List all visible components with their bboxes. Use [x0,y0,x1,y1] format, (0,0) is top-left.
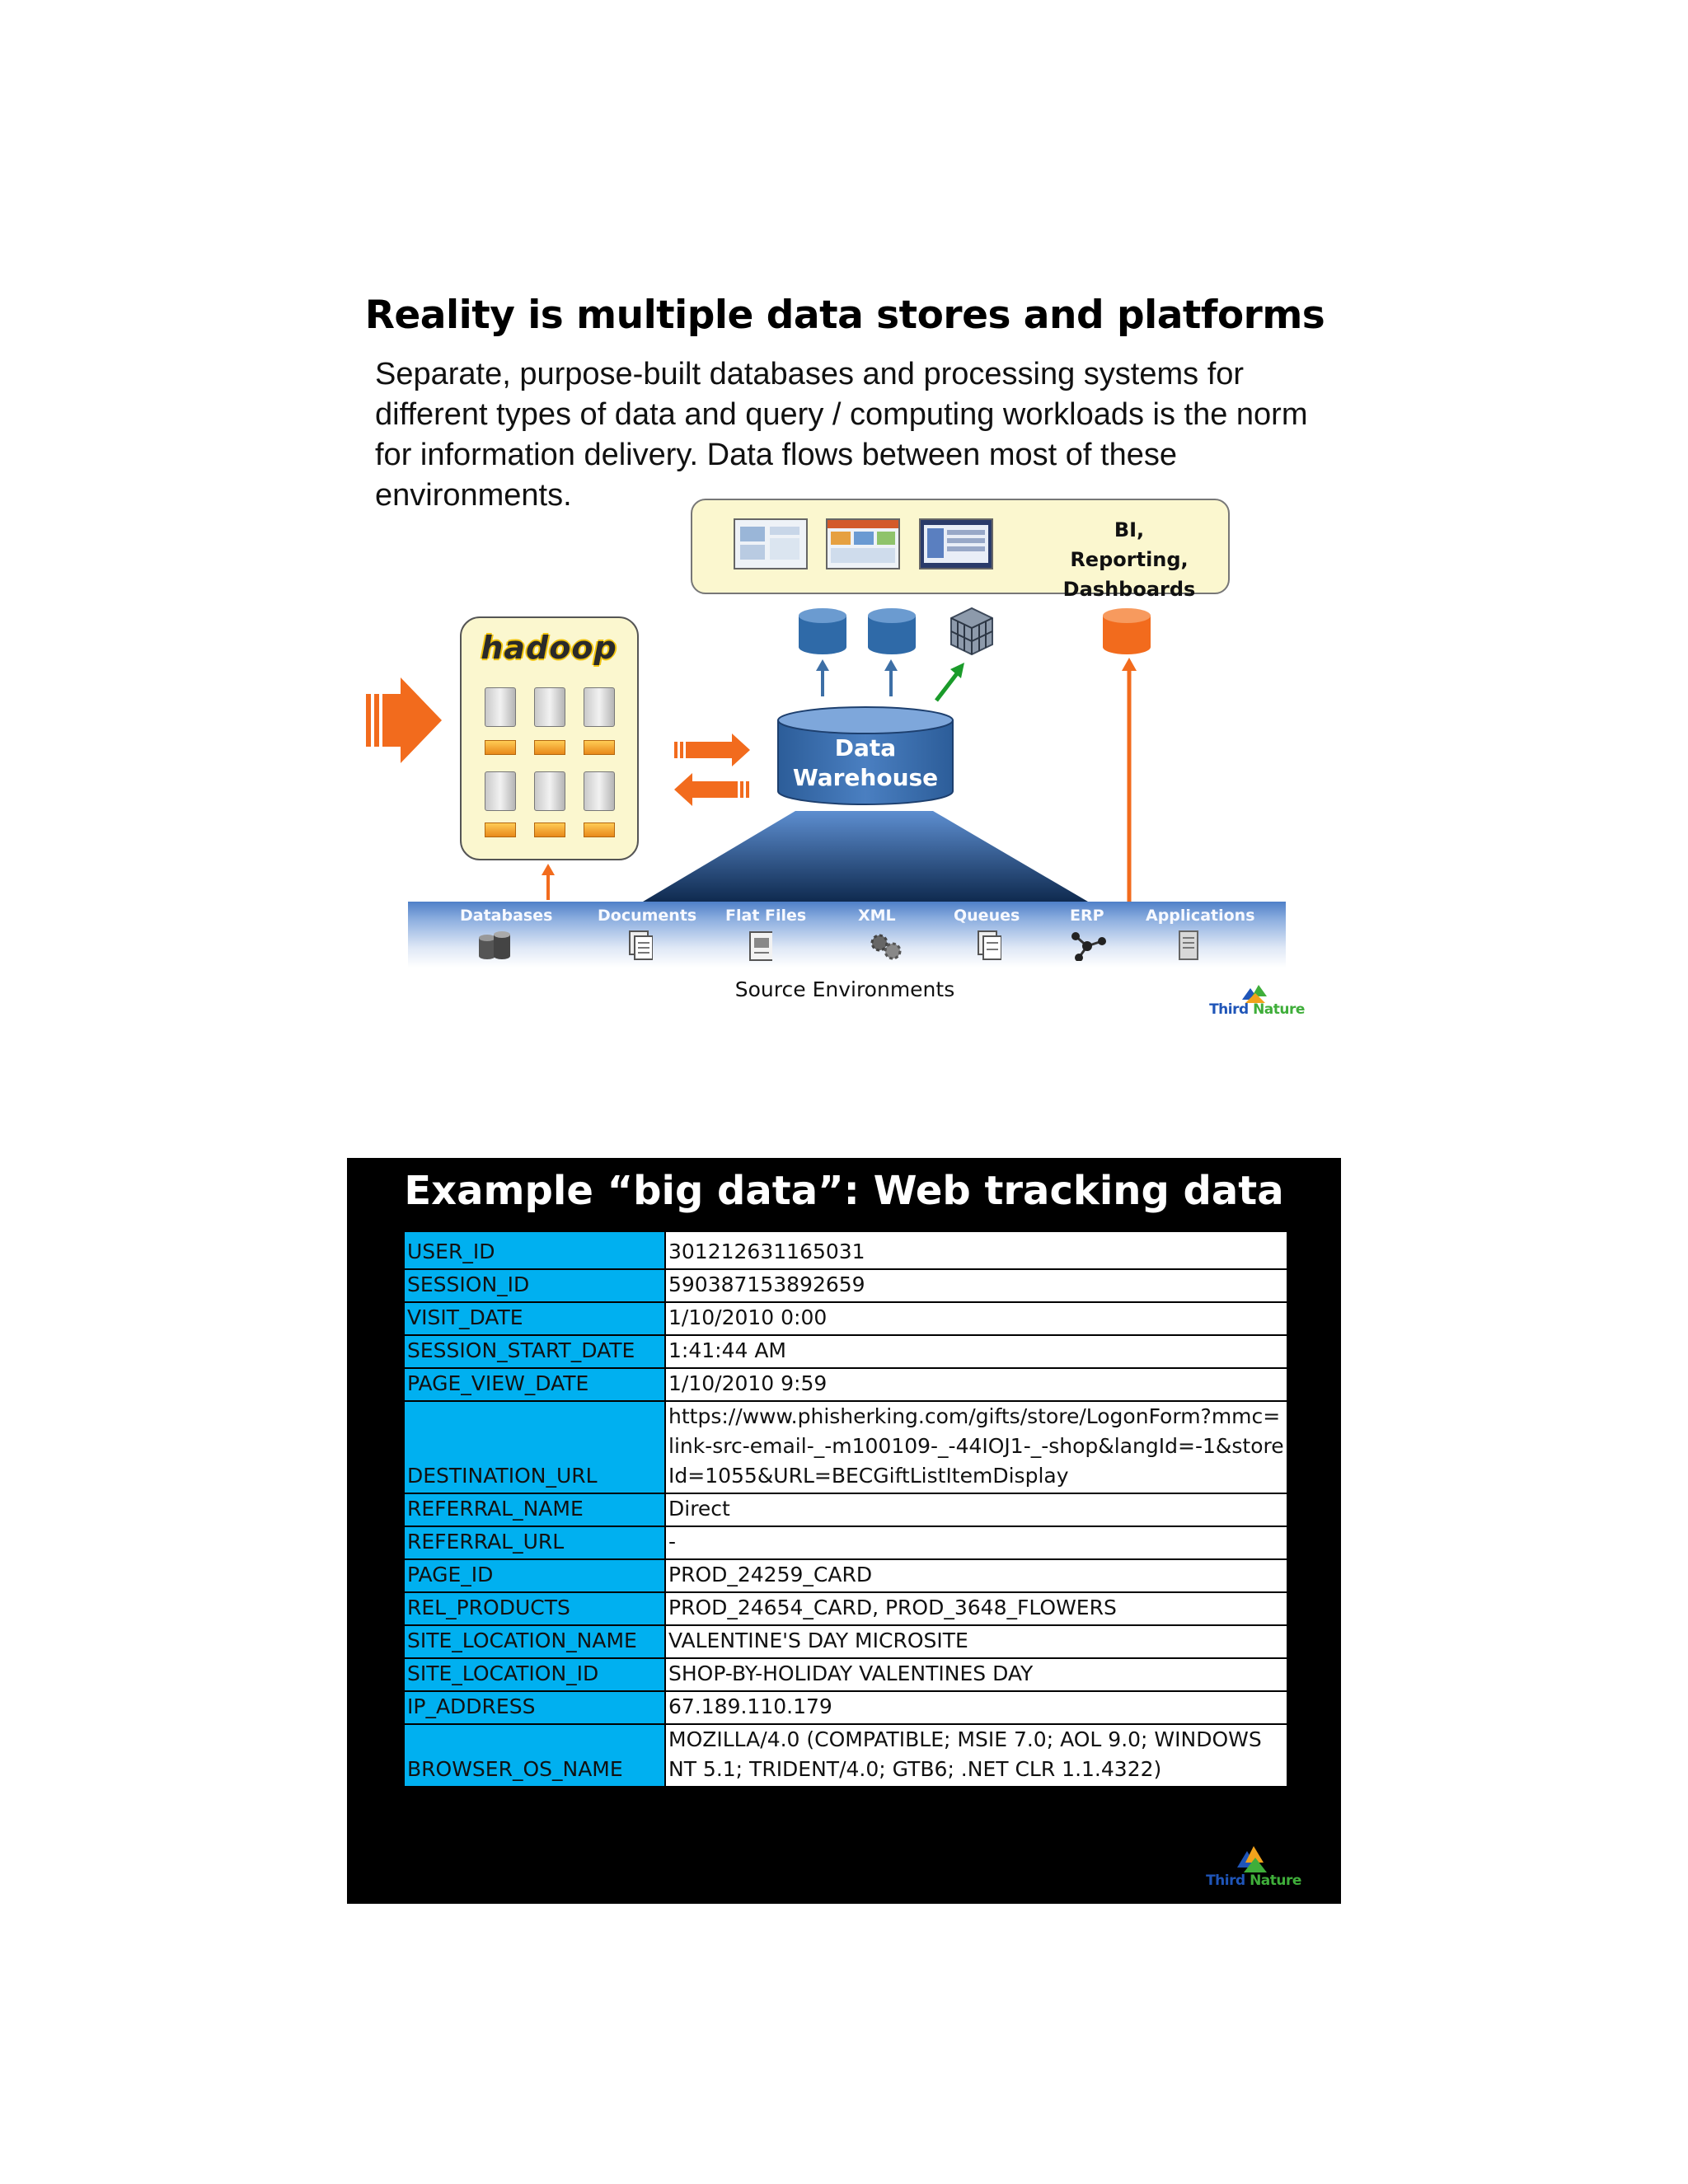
field-value: 1/10/2010 9:59 [665,1368,1287,1401]
field-value: VALENTINE'S DAY MICROSITE [665,1625,1287,1658]
source-applications-label: Applications [1146,907,1255,925]
field-name: DESTINATION_URL [405,1401,665,1493]
flat-files-icon [748,930,772,961]
applications-server-icon [1175,930,1199,961]
logo-triangle-icon [1204,1846,1303,1872]
field-value: 590387153892659 [665,1269,1287,1302]
field-value: PROD_24259_CARD [665,1559,1287,1592]
third-nature-logo: Third Nature [1207,985,1306,1018]
field-name: SESSION_START_DATE [405,1335,665,1368]
disk-array-icon [584,740,615,755]
field-value: 1:41:44 AM [665,1335,1287,1368]
erp-network-icon [1067,930,1109,961]
disk-array-icon [485,823,516,837]
data-warehouse: Data Warehouse [776,705,954,806]
disk-array-icon [534,823,565,837]
field-name: IP_ADDRESS [405,1691,665,1724]
source-databases-label: Databases [460,907,552,925]
field-name: PAGE_VIEW_DATE [405,1368,665,1401]
server-icon [584,771,615,811]
field-name: BROWSER_OS_NAME [405,1724,665,1787]
field-value: PROD_24654_CARD, PROD_3648_FLOWERS [665,1592,1287,1625]
field-name: REFERRAL_URL [405,1526,665,1559]
slide-web-tracking: Example “big data”: Web tracking data US… [347,1158,1341,1904]
source-erp-label: ERP [1070,907,1104,925]
field-name: USER_ID [405,1232,665,1269]
data-warehouse-label: Data Warehouse [776,733,954,793]
third-nature-logo: Third Nature [1204,1846,1303,1889]
documents-icon [628,930,653,961]
disk-array-icon [584,823,615,837]
field-name: REFERRAL_NAME [405,1493,665,1526]
source-documents-label: Documents [598,907,696,925]
slide2-title: Example “big data”: Web tracking data [347,1168,1341,1214]
field-name: SITE_LOCATION_ID [405,1658,665,1691]
source-xml-label: XML [858,907,896,925]
field-value: SHOP-BY-HOLIDAY VALENTINES DAY [665,1658,1287,1691]
field-name: SESSION_ID [405,1269,665,1302]
field-name: PAGE_ID [405,1559,665,1592]
server-icon [485,771,516,811]
source-flat-files-label: Flat Files [725,907,806,925]
field-value: 1/10/2010 0:00 [665,1302,1287,1335]
field-name: VISIT_DATE [405,1302,665,1335]
databases-icon [476,930,525,961]
source-environments-caption: Source Environments [346,977,1343,1001]
source-queues-label: Queues [954,907,1020,925]
disk-array-icon [534,740,565,755]
server-icon [584,687,615,727]
field-value: https://www.phisherking.com/gifts/store/… [665,1401,1287,1493]
field-value: 67.189.110.179 [665,1691,1287,1724]
field-value: - [665,1526,1287,1559]
field-value: Direct [665,1493,1287,1526]
source-environments-bar: Databases Documents Flat Files XML Queue… [408,902,1286,968]
server-icon [534,771,565,811]
field-value: 301212631165031 [665,1232,1287,1269]
logo-triangle-icon [1207,985,1306,1003]
disk-array-icon [485,740,516,755]
third-nature-logo-text: Third Nature [1207,1001,1306,1018]
server-icon [534,687,565,727]
field-name: SITE_LOCATION_NAME [405,1625,665,1658]
xml-gears-icon [868,930,906,961]
slide-data-stores: Reality is multiple data stores and plat… [346,272,1343,1030]
field-value: MOZILLA/4.0 (COMPATIBLE; MSIE 7.0; AOL 9… [665,1724,1287,1787]
queues-icon [977,930,1001,961]
field-name: REL_PRODUCTS [405,1592,665,1625]
third-nature-logo-text: Third Nature [1204,1872,1303,1889]
server-icon [485,687,516,727]
hadoop-cluster-box: hadoop [460,616,639,860]
hadoop-logo: hadoop [470,630,628,669]
table-row: REFERRAL_URL- [405,1526,1287,1559]
